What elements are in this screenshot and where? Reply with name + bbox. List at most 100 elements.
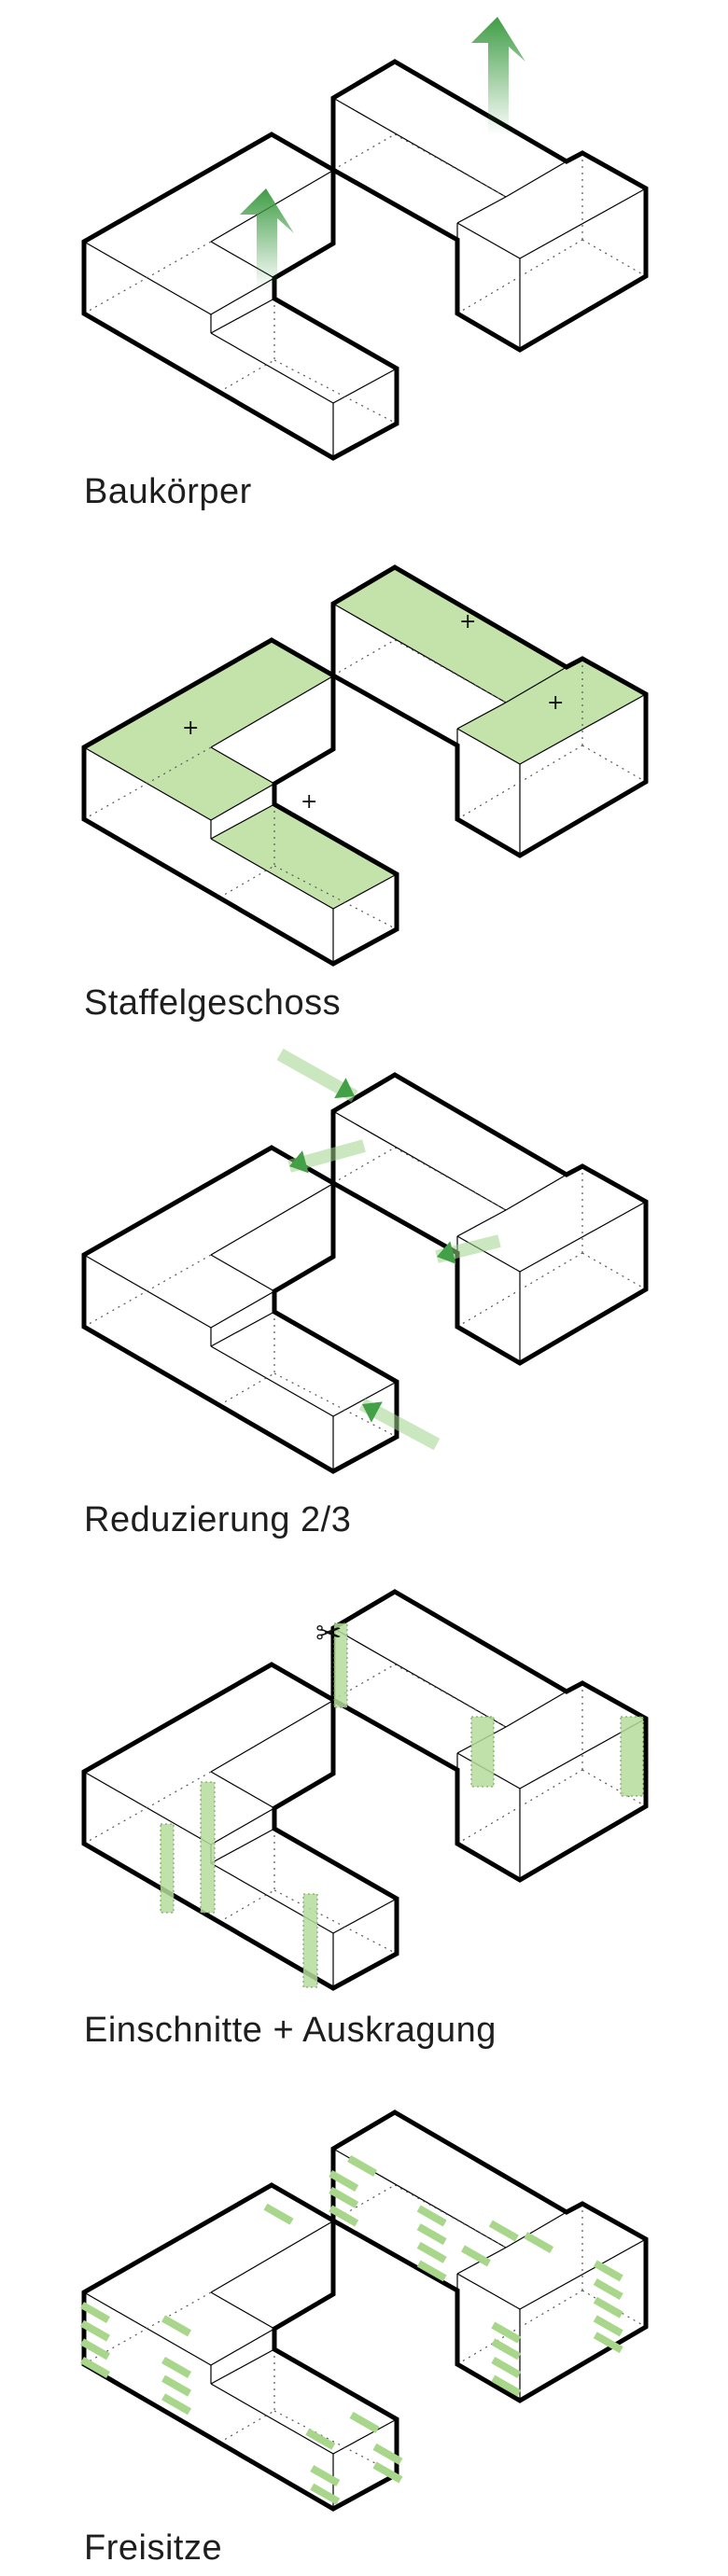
hidden-edge-line — [273, 359, 398, 425]
edge-line — [210, 1345, 334, 1417]
hidden-edge-line — [394, 639, 507, 703]
balcony — [593, 2296, 623, 2318]
balcony — [80, 2302, 110, 2324]
balcony — [593, 2278, 623, 2301]
growth-arrow-icon — [240, 188, 294, 289]
edge-line — [332, 1898, 398, 1934]
balcony — [305, 2428, 336, 2450]
hidden-edge-line — [394, 1664, 507, 1728]
balcony — [310, 2483, 341, 2505]
hidden-edge-line — [394, 133, 507, 198]
edge-line — [210, 1771, 275, 1809]
edge-line — [210, 803, 275, 840]
hidden-edge-line — [394, 2184, 507, 2249]
building-l-outline — [81, 132, 399, 461]
cut-strip — [470, 1716, 495, 1788]
green-roof-terrace — [457, 659, 646, 764]
balcony — [161, 2357, 192, 2378]
building-z-outline — [330, 564, 649, 858]
label-staffelgeschoss: Staffelgeschoss — [84, 983, 342, 1023]
building-l-outline — [81, 637, 399, 967]
push-arrow-icon — [289, 1150, 309, 1174]
edge-line — [210, 1807, 275, 1845]
edge-line — [519, 188, 647, 259]
edge-line — [210, 298, 275, 334]
edge-line — [210, 2220, 335, 2293]
hidden-edge-line — [83, 746, 212, 820]
balcony — [329, 2186, 359, 2208]
hidden-edge-line — [581, 239, 647, 277]
label-freisitze: Freisitze — [84, 2528, 223, 2568]
hidden-edge-line — [332, 1664, 396, 1701]
label-reduzierung: Reduzierung 2/3 — [84, 1500, 352, 1539]
building-l-outline — [81, 1662, 399, 1991]
balcony — [416, 2205, 447, 2227]
building-l-outline — [81, 2182, 399, 2512]
center-plus-marker: + — [301, 790, 317, 814]
hidden-edge-line — [456, 1252, 583, 1328]
cut-strip — [302, 1893, 318, 1988]
green-roof-terrace — [211, 804, 397, 909]
balcony — [491, 2321, 522, 2344]
hidden-edge-line — [332, 133, 396, 171]
hidden-edge-line — [83, 1254, 212, 1328]
cut-strip — [200, 1781, 216, 1914]
scissors-icon: ✂ — [315, 1615, 343, 1652]
edge-line — [505, 666, 567, 703]
balcony — [460, 2245, 491, 2267]
edge-line — [456, 1235, 521, 1273]
balcony — [491, 2374, 522, 2397]
hidden-edge-line — [456, 239, 583, 314]
balcony — [372, 2461, 403, 2484]
hidden-edge-line — [218, 1889, 275, 1923]
green-roof-terrace — [84, 640, 334, 820]
balcony — [416, 2260, 447, 2282]
green-roof-terrace — [333, 567, 567, 703]
edge-line — [210, 1828, 275, 1864]
balcony — [593, 2260, 623, 2282]
edge-line — [210, 675, 335, 748]
edge-line — [456, 2273, 521, 2310]
edge-line — [505, 1691, 567, 1728]
hidden-edge-line — [332, 639, 396, 676]
edge-line — [519, 2238, 647, 2310]
balcony — [593, 2332, 623, 2354]
cut-strip — [160, 1823, 175, 1914]
edge-line — [210, 1311, 275, 1347]
balcony — [161, 2393, 192, 2416]
balcony — [372, 2443, 403, 2465]
cut-strip — [620, 1716, 644, 1797]
hidden-edge-line — [218, 1372, 275, 1406]
edge-line — [332, 1110, 507, 1211]
balcony — [329, 2170, 359, 2192]
balcony — [161, 2315, 192, 2337]
balcony — [593, 2315, 623, 2337]
hidden-edge-line — [218, 359, 275, 393]
edge-line — [210, 783, 275, 821]
hidden-edge-line — [332, 1147, 396, 1184]
edge-line — [456, 196, 507, 224]
balcony — [80, 2319, 110, 2342]
hidden-edge-line — [218, 865, 275, 898]
edge-line — [210, 1699, 335, 1773]
edge-line — [456, 702, 507, 730]
balcony — [488, 2220, 519, 2242]
hidden-edge-line — [83, 241, 212, 314]
edge-line — [210, 2328, 275, 2366]
edge-line — [456, 728, 521, 765]
hidden-edge-line — [273, 1889, 398, 1955]
edge-line — [332, 1627, 507, 1728]
balcony — [416, 2223, 447, 2246]
balcony — [263, 2203, 294, 2225]
edge-line — [332, 603, 507, 703]
center-plus-marker: + — [182, 717, 199, 740]
edge-line — [210, 2383, 334, 2455]
edge-line — [519, 693, 647, 765]
hidden-edge-line — [581, 745, 647, 783]
edge-line — [210, 1254, 275, 1292]
edge-line — [210, 746, 275, 785]
building-z-outline — [330, 59, 649, 353]
balcony — [80, 2357, 110, 2378]
balcony — [524, 2232, 554, 2254]
